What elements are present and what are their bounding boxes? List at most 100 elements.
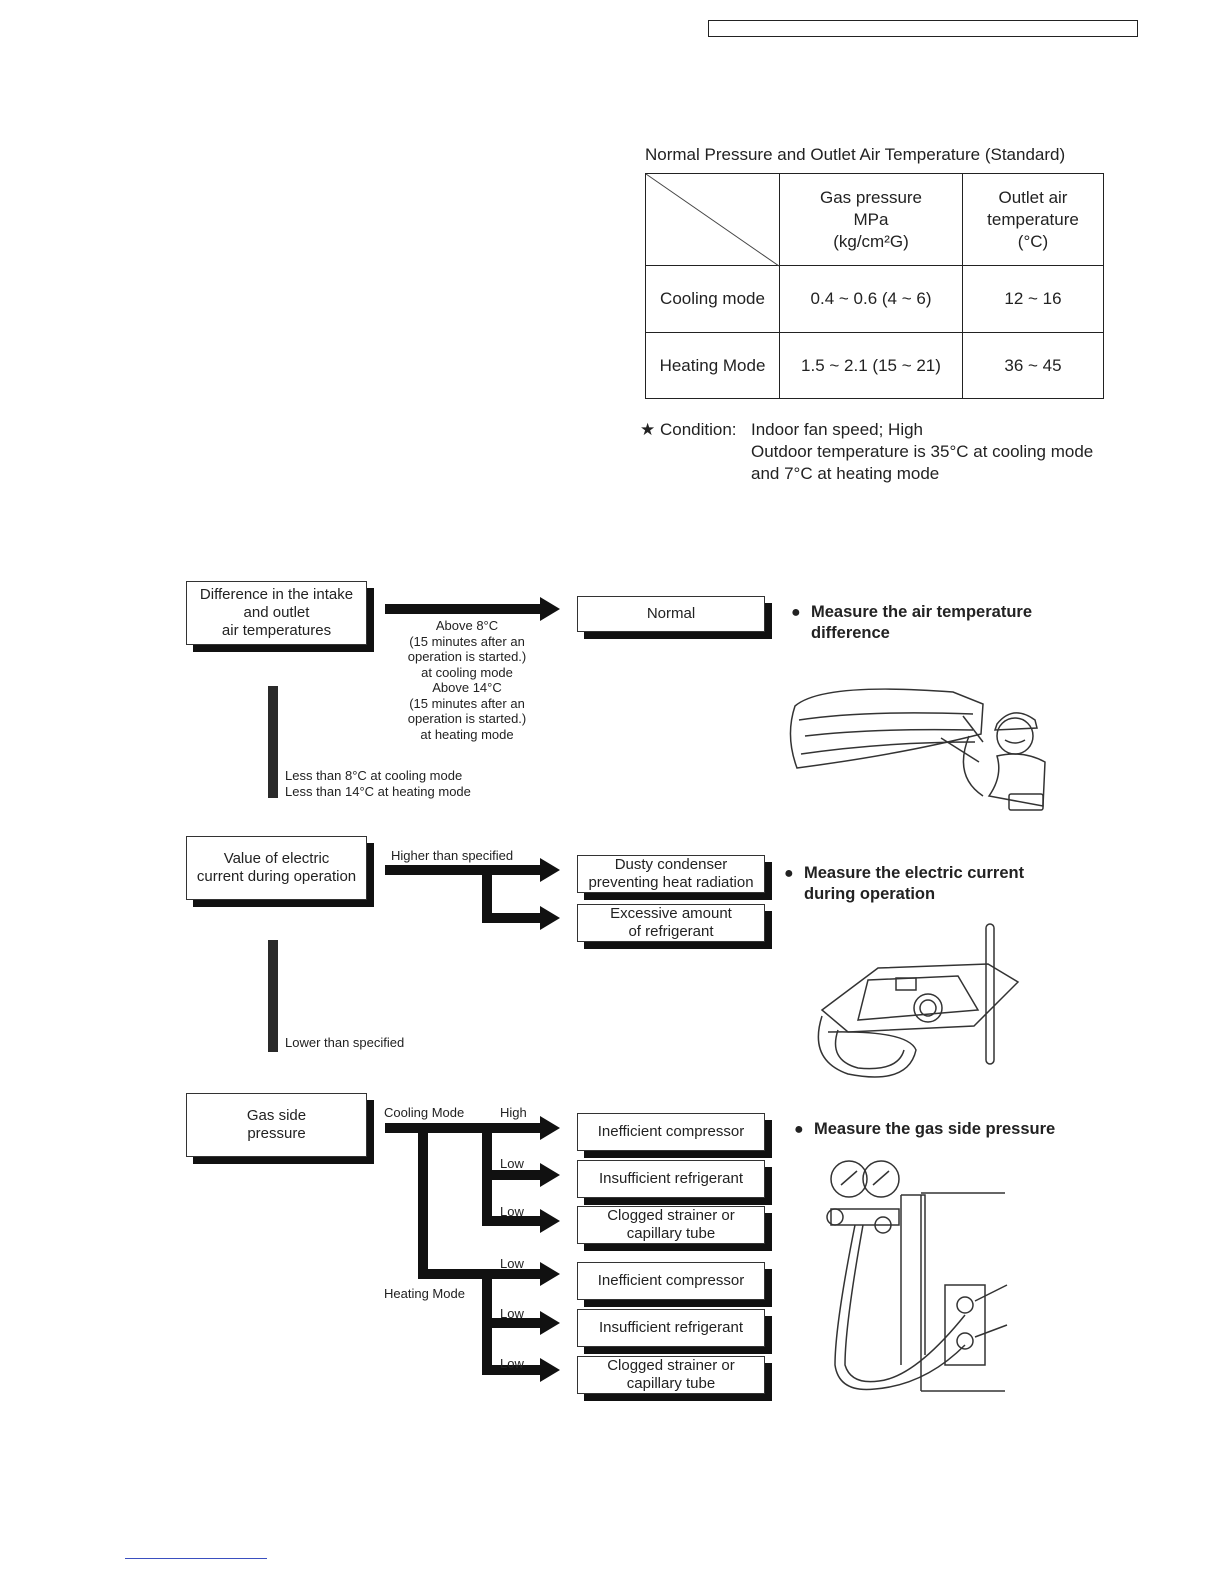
result-line: Dusty condenser — [614, 856, 728, 873]
header-gas-line: Gas pressure — [819, 187, 923, 207]
criteria-line: at cooling mode — [421, 664, 513, 680]
arrow-shaft — [385, 865, 540, 875]
box-line: pressure — [247, 1125, 306, 1142]
arrow-shaft — [482, 1216, 540, 1226]
result-insufficient-refrigerant: Insufficient refrigerant — [577, 1160, 765, 1198]
result-line: Inefficient compressor — [597, 1272, 745, 1289]
result-line: of refrigerant — [628, 923, 714, 940]
result-line: Insufficient refrigerant — [599, 1319, 743, 1336]
table-row: Cooling mode 0.4 ~ 0.6 (4 ~ 6) 12 ~ 16 — [645, 265, 1104, 333]
box-line: Value of electric — [223, 850, 330, 867]
bullet-line: during operation — [804, 885, 936, 903]
condition-line: Outdoor temperature is 35°C at cooling m… — [751, 442, 1094, 461]
arrow-head — [540, 1163, 560, 1187]
arrow-shaft — [418, 1269, 540, 1279]
clamp-meter-illustration — [817, 923, 1020, 1078]
result-dusty-condenser: Dusty condenser preventing heat radiatio… — [577, 855, 765, 893]
result-insufficient-refrigerant: Insufficient refrigerant — [577, 1309, 765, 1347]
row-gas: 0.4 ~ 0.6 (4 ~ 6) — [779, 265, 963, 333]
result-line: Clogged strainer or — [607, 1357, 735, 1374]
box-line: Gas side — [246, 1107, 307, 1124]
arrow-head — [540, 1311, 560, 1335]
header-outlet-line: Outlet air — [998, 187, 1068, 207]
arrow-shaft — [482, 1365, 540, 1375]
result-line: Clogged strainer or — [607, 1207, 735, 1224]
row-outlet: 12 ~ 16 — [962, 265, 1104, 333]
box-line: air temperatures — [221, 622, 332, 639]
result-line: preventing heat radiation — [588, 874, 754, 891]
branch-label-low: Low — [500, 1356, 524, 1371]
arrow-head — [540, 1209, 560, 1233]
bullet-line: Measure the gas side pressure — [814, 1120, 1056, 1138]
higher-than-specified: Higher than specified — [391, 848, 514, 863]
arrow-head — [540, 597, 560, 621]
arrow-head — [540, 1358, 560, 1382]
arrow-shaft — [385, 604, 540, 614]
box-line: Difference in the intake — [199, 586, 354, 603]
arrow-head — [540, 858, 560, 882]
result-line: Insufficient refrigerant — [599, 1170, 743, 1187]
gauge-manifold-illustration — [826, 1160, 1008, 1392]
branch-label-high: High — [500, 1105, 527, 1120]
header-gas-line: MPa — [853, 209, 889, 229]
row-mode: Cooling mode — [645, 265, 780, 333]
bullet-dot: ● — [794, 1121, 804, 1138]
air-temperature-measurement-illustration — [789, 688, 1046, 811]
diagonal-line — [645, 173, 780, 267]
bullet-line: Measure the air temperature — [811, 603, 1033, 621]
condition-line: and 7°C at heating mode — [751, 464, 940, 483]
header-outlet-line: (°C) — [1017, 231, 1049, 251]
arrow-head — [540, 1262, 560, 1286]
result-line: Inefficient compressor — [597, 1123, 745, 1140]
criteria-line: Less than 14°C at heating mode — [285, 783, 471, 799]
result-clogged-strainer: Clogged strainer or capillary tube — [577, 1356, 765, 1394]
flow1-source-box: Difference in the intake and outlet air … — [186, 581, 367, 645]
criteria-line: operation is started.) — [407, 649, 527, 664]
criteria-line: Above 8°C — [435, 618, 499, 633]
branch-label-low: Low — [500, 1156, 524, 1171]
footer-line — [125, 1558, 267, 1559]
criteria-line: (15 minutes after an — [409, 695, 525, 711]
header-outlet-line: temperature — [987, 209, 1079, 229]
result-normal: Normal — [577, 596, 765, 632]
box-line: and outlet — [243, 604, 310, 621]
flow1-down-bar — [268, 686, 278, 798]
mode-trunk — [418, 1123, 428, 1279]
result-inefficient-compressor: Inefficient compressor — [577, 1262, 765, 1300]
arrow-shaft — [482, 913, 540, 923]
arrow-shaft — [482, 1318, 540, 1328]
criteria-line: (15 minutes after an — [409, 633, 525, 649]
table-title: Normal Pressure and Outlet Air Temperatu… — [645, 145, 1066, 164]
header-gas-pressure: Gas pressure MPa (kg/cm²G) — [779, 173, 963, 266]
result-line: capillary tube — [626, 1225, 716, 1242]
cooling-mode-label: Cooling Mode — [384, 1105, 465, 1120]
arrow-head — [540, 1116, 560, 1140]
table-row: Heating Mode 1.5 ~ 2.1 (15 ~ 21) 36 ~ 45 — [645, 332, 1104, 399]
bullet-dot: ● — [791, 604, 801, 621]
result-excessive-refrigerant: Excessive amount of refrigerant — [577, 904, 765, 942]
branch-label-low: Low — [500, 1204, 524, 1219]
result-clogged-strainer: Clogged strainer or capillary tube — [577, 1206, 765, 1244]
box-line: current during operation — [196, 868, 357, 885]
less-than-criteria: Less than 8°C at cooling mode Less than … — [285, 768, 471, 799]
flow2-source-box: Value of electric current during operati… — [186, 836, 367, 900]
flow2-down-bar — [268, 940, 278, 1052]
header-gas-line: (kg/cm²G) — [833, 231, 909, 251]
criteria-line: Above 14°C — [432, 680, 502, 695]
row-gas: 1.5 ~ 2.1 (15 ~ 21) — [779, 332, 963, 399]
arrow-shaft — [482, 1170, 540, 1180]
result-label: Normal — [646, 605, 696, 622]
heating-mode-label: Heating Mode — [384, 1286, 465, 1301]
criteria-line: at heating mode — [420, 726, 514, 742]
criteria-line: operation is started.) — [407, 711, 527, 726]
bullet-dot: ● — [784, 865, 794, 882]
lower-than-specified: Lower than specified — [285, 1035, 405, 1050]
table-corner-cell — [645, 173, 780, 267]
row-outlet: 36 ~ 45 — [962, 332, 1104, 399]
branch-label-low: Low — [500, 1306, 524, 1321]
flow3-source-box: Gas side pressure — [186, 1093, 367, 1157]
condition-label: ★ Condition: — [640, 420, 737, 439]
criteria-line: Less than 8°C at cooling mode — [285, 768, 463, 783]
result-line: Excessive amount — [610, 905, 732, 922]
